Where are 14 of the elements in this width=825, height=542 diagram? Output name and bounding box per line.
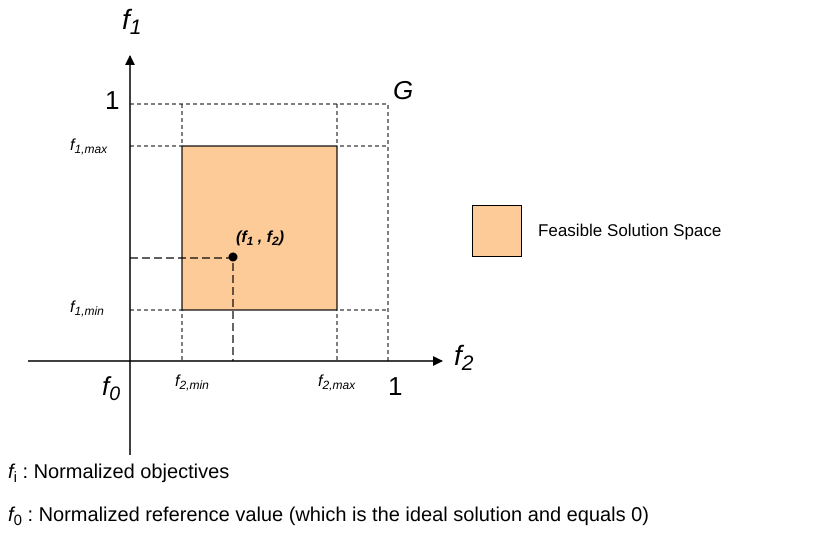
legend-label: Feasible Solution Space (538, 220, 722, 242)
axis-label: f$_{2}$ (454, 339, 474, 373)
axis-label: 1 (388, 370, 402, 402)
axis-label: G (393, 74, 414, 106)
axis-label: f$_{1}$ (122, 3, 142, 37)
axis-label: f$_{1,min}$ (70, 298, 104, 318)
axis-label: (f$_{1}$ , f$_{2}$) (236, 228, 284, 248)
axis-label: f$_{2,min}$ (175, 372, 209, 392)
axis-label: 1 (105, 84, 120, 116)
axis-label: f$_{1,max}$ (70, 136, 108, 156)
axis-label: f$_{0}$ (102, 370, 120, 402)
axis-label: f$_{2,max}$ (318, 372, 356, 392)
footnote: f$_{i}$ : Normalized objectives (8, 460, 230, 485)
footnote: f$_{0}$ : Normalized reference value (which is the ideal solution and equals 0) (8, 503, 649, 528)
